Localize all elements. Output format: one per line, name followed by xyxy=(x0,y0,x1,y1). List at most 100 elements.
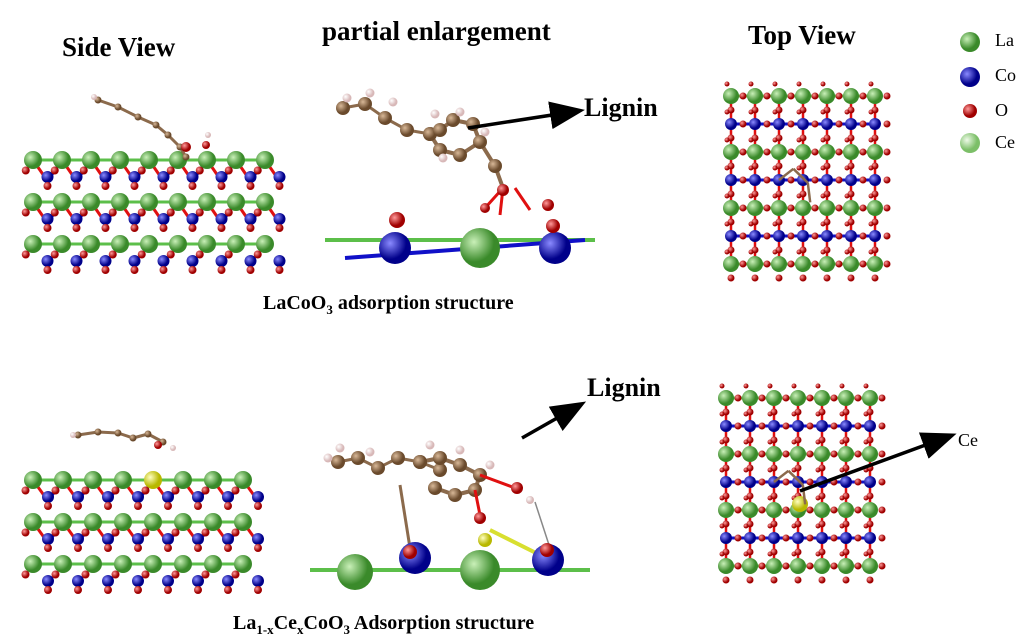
o-atom xyxy=(51,486,60,495)
o-atom xyxy=(181,142,191,152)
o-atom xyxy=(743,495,749,501)
o-atom xyxy=(74,502,82,510)
co-atom xyxy=(244,171,257,183)
la-atom xyxy=(838,390,854,406)
co-atom xyxy=(816,420,828,432)
o-atom xyxy=(823,274,831,282)
co-atom xyxy=(864,420,876,432)
o-atom xyxy=(722,576,730,584)
o-atom xyxy=(772,81,778,87)
o-atom xyxy=(883,148,891,156)
o-atom xyxy=(767,523,773,529)
o-atom xyxy=(844,165,850,171)
bond xyxy=(513,187,532,211)
o-atom xyxy=(782,394,790,402)
o-atom xyxy=(883,176,891,184)
o-atom xyxy=(863,411,869,417)
carbon-atom xyxy=(433,451,447,465)
co-atom xyxy=(162,575,174,587)
la-atom xyxy=(723,144,739,160)
co-atom xyxy=(792,420,804,432)
o-atom xyxy=(772,137,778,143)
la-atom xyxy=(814,390,830,406)
co-atom xyxy=(845,118,857,130)
o-atom xyxy=(878,562,886,570)
la-atom xyxy=(771,88,787,104)
co-atom xyxy=(821,118,833,130)
la-atom xyxy=(227,193,245,211)
o-atom xyxy=(101,266,110,274)
o-atom xyxy=(815,383,821,389)
o-atom xyxy=(847,274,855,282)
ce-pointer-label: Ce xyxy=(958,430,978,450)
la-atom xyxy=(771,256,787,272)
o-atom xyxy=(724,249,730,255)
la-atom xyxy=(114,471,132,489)
o-atom xyxy=(231,486,240,495)
o-atom xyxy=(758,450,766,458)
hydrogen-atom xyxy=(365,447,375,457)
o-atom xyxy=(743,411,749,417)
o-atom xyxy=(782,534,790,542)
la-atom xyxy=(867,256,883,272)
o-atom xyxy=(863,495,869,501)
o-atom xyxy=(796,81,802,87)
o-atom xyxy=(782,506,790,514)
la-atom xyxy=(111,193,129,211)
o-atom xyxy=(878,450,886,458)
o-atom xyxy=(854,534,862,542)
o-atom xyxy=(844,193,850,199)
lignin-bond xyxy=(117,105,139,119)
o-atom xyxy=(859,120,867,128)
o-atom xyxy=(820,221,826,227)
co-atom xyxy=(192,533,204,545)
o-atom xyxy=(224,208,233,217)
la-atom xyxy=(790,446,806,462)
o-atom xyxy=(844,221,850,227)
co-atom xyxy=(128,171,141,183)
o-atom xyxy=(275,266,284,274)
hydrogen-atom xyxy=(480,127,490,137)
o-atom xyxy=(830,422,838,430)
o-atom xyxy=(724,193,730,199)
o-atom xyxy=(775,274,783,282)
o-atom xyxy=(130,182,139,190)
co-atom xyxy=(869,118,881,130)
o-atom xyxy=(878,506,886,514)
la-atom xyxy=(718,446,734,462)
co-atom xyxy=(157,255,170,267)
o-atom xyxy=(883,120,891,128)
o-atom xyxy=(787,232,795,240)
lignin-bond xyxy=(97,98,119,109)
o-atom xyxy=(480,203,490,213)
h-atom xyxy=(170,445,176,451)
o-atom xyxy=(863,439,869,445)
carbon-atom xyxy=(428,481,442,495)
o-atom xyxy=(820,137,826,143)
o-atom xyxy=(844,137,850,143)
o-atom xyxy=(104,502,112,510)
la-atom xyxy=(742,558,758,574)
o-atom xyxy=(791,523,797,529)
o-atom xyxy=(159,266,168,274)
la-atom xyxy=(838,558,854,574)
o-atom xyxy=(188,266,197,274)
carbon-atom xyxy=(453,148,467,162)
o-atom xyxy=(246,266,255,274)
la-atom xyxy=(24,235,42,253)
o-atom xyxy=(164,544,172,552)
carbon-atom xyxy=(114,103,122,111)
o-atom xyxy=(194,502,202,510)
o-atom xyxy=(854,422,862,430)
o-atom xyxy=(863,383,869,389)
top-view-lacoo3-structure xyxy=(723,81,891,282)
o-atom xyxy=(188,182,197,190)
o-atom xyxy=(859,176,867,184)
la-atom xyxy=(24,151,42,169)
co-atom xyxy=(215,171,228,183)
carbon-atom xyxy=(371,461,385,475)
o-atom xyxy=(883,204,891,212)
co-atom xyxy=(222,533,234,545)
la-atom xyxy=(111,151,129,169)
carbon-atom xyxy=(336,101,350,115)
